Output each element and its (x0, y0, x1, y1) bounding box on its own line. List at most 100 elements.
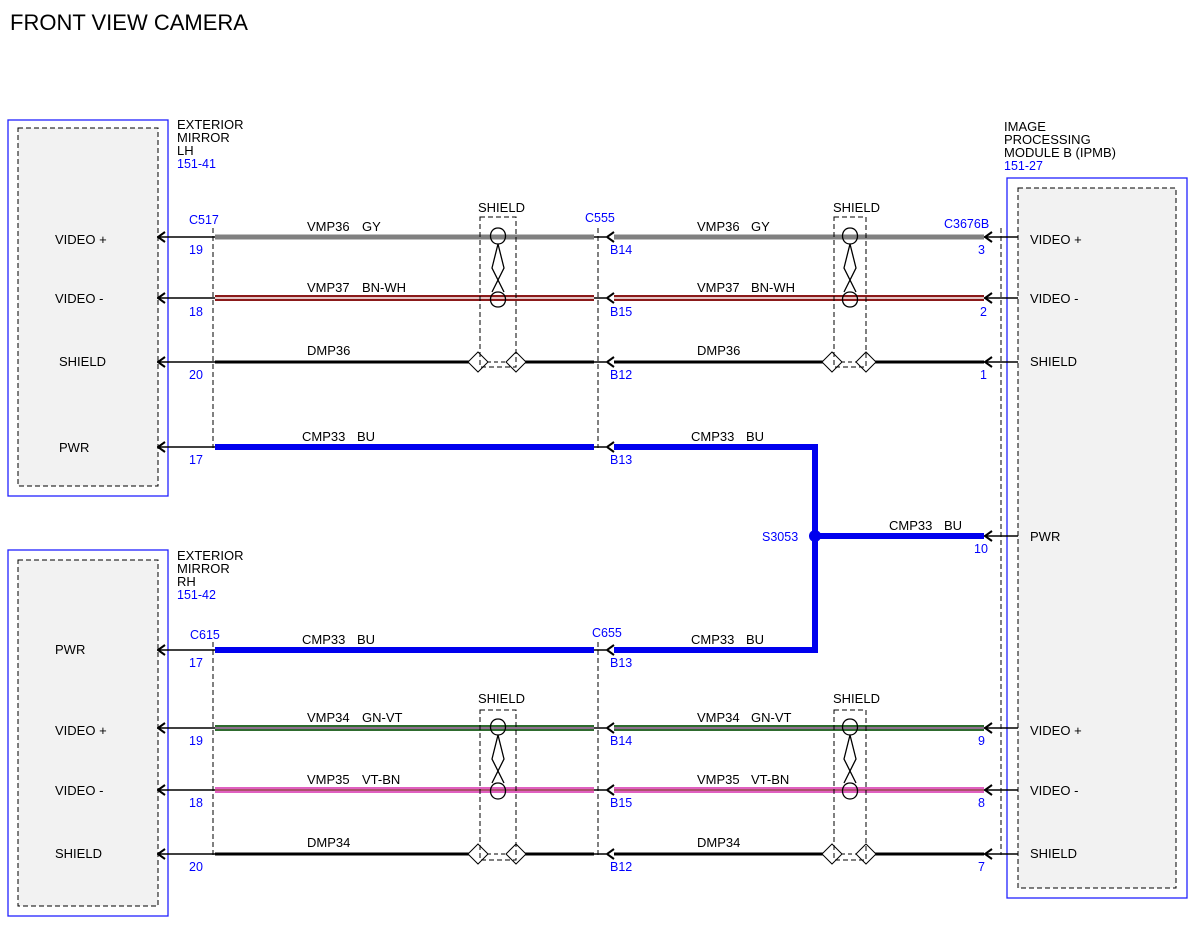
svg-text:9: 9 (978, 734, 985, 748)
svg-text:DMP34: DMP34 (307, 835, 350, 850)
rh-pin-video-plus: VIDEO + (55, 723, 107, 738)
svg-text:10: 10 (974, 542, 988, 556)
svg-text:BU: BU (746, 632, 764, 647)
ipmb-ref: 151-27 (1004, 159, 1043, 173)
svg-text:CMP33: CMP33 (302, 429, 345, 444)
svg-text:17: 17 (189, 453, 203, 467)
svg-text:IMAGE: IMAGE (1004, 119, 1046, 134)
svg-text:VT-BN: VT-BN (751, 772, 789, 787)
lh-pin-video-plus: VIDEO + (55, 232, 107, 247)
wire-labels-top: VMP36 GY VMP36 GY VMP37 BN-WH VMP37 BN-W… (302, 219, 962, 533)
svg-text:PROCESSING: PROCESSING (1004, 132, 1091, 147)
shield-label-3: SHIELD (478, 691, 525, 706)
svg-text:CMP33: CMP33 (691, 632, 734, 647)
svg-text:B13: B13 (610, 453, 632, 467)
mirror-rh-title: EXTERIOR MIRROR RH 151-42 (177, 548, 243, 602)
component-ipmb[interactable] (1006, 177, 1188, 899)
svg-text:CMP33: CMP33 (691, 429, 734, 444)
component-mirror-lh[interactable] (7, 119, 169, 497)
ipmb-pin-shield-1: SHIELD (1030, 354, 1077, 369)
shield-label-2: SHIELD (833, 200, 880, 215)
svg-text:BU: BU (746, 429, 764, 444)
svg-text:VMP36: VMP36 (307, 219, 350, 234)
svg-text:MODULE B (IPMB): MODULE B (IPMB) (1004, 145, 1116, 160)
svg-text:LH: LH (177, 143, 194, 158)
svg-text:BU: BU (357, 429, 375, 444)
svg-text:3: 3 (978, 243, 985, 257)
svg-text:VMP34: VMP34 (697, 710, 740, 725)
svg-text:7: 7 (978, 860, 985, 874)
component-mirror-rh[interactable] (7, 549, 169, 917)
svg-text:CMP33: CMP33 (302, 632, 345, 647)
shield-twist-symbols (489, 227, 859, 800)
pin-numbers-bottom: 17 B13 19 B14 9 18 B15 8 20 B12 7 (189, 656, 985, 874)
svg-text:VMP35: VMP35 (697, 772, 740, 787)
ipmb-pin-pwr: PWR (1030, 529, 1060, 544)
page-title: FRONT VIEW CAMERA (10, 10, 248, 35)
rh-pin-shield: SHIELD (55, 846, 102, 861)
svg-text:DMP36: DMP36 (307, 343, 350, 358)
svg-text:B12: B12 (610, 368, 632, 382)
svg-text:1: 1 (980, 368, 987, 382)
svg-text:CMP33: CMP33 (889, 518, 932, 533)
svg-text:BU: BU (944, 518, 962, 533)
shield-label-1: SHIELD (478, 200, 525, 215)
svg-text:VMP37: VMP37 (697, 280, 740, 295)
svg-text:DMP36: DMP36 (697, 343, 740, 358)
connector-c615[interactable]: C615 (190, 628, 220, 642)
wire-cmp33-lh[interactable] (157, 447, 1018, 653)
wire-dmp34[interactable] (157, 843, 1018, 865)
svg-text:2: 2 (980, 305, 987, 319)
svg-text:19: 19 (189, 243, 203, 257)
mirror-lh-title: EXTERIOR MIRROR LH 151-41 (177, 117, 243, 171)
wire-dmp36-top[interactable] (157, 351, 1018, 373)
lh-pin-video-minus: VIDEO - (55, 291, 103, 306)
svg-text:VT-BN: VT-BN (362, 772, 400, 787)
connector-c517[interactable]: C517 (189, 213, 219, 227)
svg-text:BN-WH: BN-WH (751, 280, 795, 295)
svg-text:EXTERIOR: EXTERIOR (177, 117, 243, 132)
mirror-lh-ref: 151-41 (177, 157, 216, 171)
svg-text:B12: B12 (610, 860, 632, 874)
svg-text:GN-VT: GN-VT (751, 710, 792, 725)
svg-text:8: 8 (978, 796, 985, 810)
svg-text:B14: B14 (610, 243, 632, 257)
lh-pin-shield: SHIELD (59, 354, 106, 369)
ipmb-title: IMAGE PROCESSING MODULE B (IPMB) 151-27 (1004, 119, 1116, 173)
ipmb-pin-shield-2: SHIELD (1030, 846, 1077, 861)
connector-lines (212, 228, 1002, 855)
mirror-rh-ref: 151-42 (177, 588, 216, 602)
svg-text:19: 19 (189, 734, 203, 748)
svg-text:17: 17 (189, 656, 203, 670)
svg-text:MIRROR: MIRROR (177, 130, 230, 145)
svg-text:VMP34: VMP34 (307, 710, 350, 725)
svg-text:B14: B14 (610, 734, 632, 748)
connector-c555[interactable]: C555 (585, 211, 615, 225)
svg-text:20: 20 (189, 860, 203, 874)
svg-text:GN-VT: GN-VT (362, 710, 403, 725)
rh-pin-video-minus: VIDEO - (55, 783, 103, 798)
svg-text:B15: B15 (610, 796, 632, 810)
svg-text:VMP37: VMP37 (307, 280, 350, 295)
svg-text:18: 18 (189, 305, 203, 319)
splice-s3053[interactable]: S3053 (762, 530, 798, 544)
ipmb-pin-video-minus-1: VIDEO - (1030, 291, 1078, 306)
shield-label-4: SHIELD (833, 691, 880, 706)
svg-text:18: 18 (189, 796, 203, 810)
connector-c3676b[interactable]: C3676B (944, 217, 989, 231)
wire-labels-bottom: CMP33 BU CMP33 BU VMP34 GN-VT VMP34 GN-V… (302, 632, 792, 850)
svg-text:GY: GY (751, 219, 770, 234)
splice-dot (809, 530, 821, 542)
rh-pin-pwr: PWR (55, 642, 85, 657)
connector-c655[interactable]: C655 (592, 626, 622, 640)
svg-text:GY: GY (362, 219, 381, 234)
lh-pin-pwr: PWR (59, 440, 89, 455)
svg-text:EXTERIOR: EXTERIOR (177, 548, 243, 563)
svg-text:RH: RH (177, 574, 196, 589)
svg-text:BU: BU (357, 632, 375, 647)
ipmb-pin-video-plus-1: VIDEO + (1030, 232, 1082, 247)
svg-text:VMP36: VMP36 (697, 219, 740, 234)
pin-numbers-top: 19 B14 3 18 B15 2 20 B12 1 17 B13 10 (189, 243, 988, 556)
ipmb-pin-video-minus-2: VIDEO - (1030, 783, 1078, 798)
